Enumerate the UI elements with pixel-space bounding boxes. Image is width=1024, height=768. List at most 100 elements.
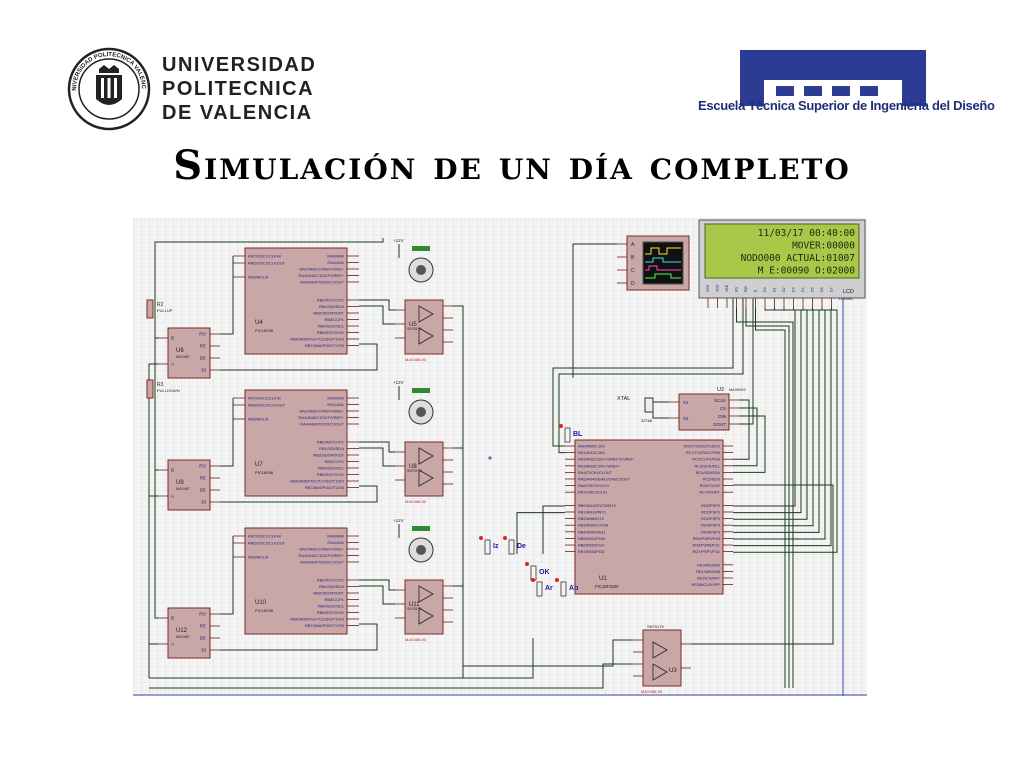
driver-model: MAX488-90 bbox=[405, 357, 427, 362]
wire bbox=[733, 399, 750, 460]
main-mcu-U1 bbox=[574, 439, 724, 595]
wire bbox=[359, 579, 395, 591]
buffer-icon bbox=[418, 447, 434, 465]
crosshair-icon bbox=[488, 456, 492, 460]
university-line-1: UNIVERSIDAD bbox=[162, 54, 317, 76]
mcu-pin-label: RB7/AN6/PGD/T1OSI bbox=[305, 343, 344, 348]
mcu-ref: U10 bbox=[255, 600, 267, 606]
button-label: De bbox=[517, 543, 526, 550]
rtc-pin-label: X1 bbox=[683, 400, 689, 405]
rtc-model: MAX6902 bbox=[729, 388, 746, 392]
lcd-pin-label: RS bbox=[735, 286, 739, 292]
wire bbox=[516, 512, 565, 554]
lcd-line: M E:00090 O:02000 bbox=[758, 266, 856, 277]
wire bbox=[542, 505, 565, 554]
resistor-label: PULLDOWN bbox=[157, 388, 180, 393]
lcd-pin-label: D3 bbox=[792, 287, 796, 292]
wire bbox=[359, 299, 395, 311]
button-label: OK bbox=[539, 569, 550, 576]
resistor-R2 bbox=[146, 299, 154, 319]
xcvr-model: MAX487 bbox=[176, 355, 190, 359]
wire bbox=[220, 485, 378, 503]
mcu-pin-label: RA1/AN1 bbox=[327, 402, 344, 407]
mcu-pin-label: RA6/OSC2/CLKOUT bbox=[248, 261, 286, 266]
xcvr-pin-label: DI bbox=[202, 648, 207, 653]
driver-U3 bbox=[642, 629, 682, 687]
crystal-value: 32768 bbox=[641, 418, 653, 423]
mcu-ref: U4 bbox=[255, 320, 263, 326]
mcu-pin-label: RB1/SDI/SDA bbox=[319, 446, 344, 451]
mcu-pin-label: RB4/SCK/SCL bbox=[318, 466, 345, 471]
mcu-pin-label: RA6/OSC2/CLKOUT bbox=[248, 541, 286, 546]
buffer-icon bbox=[652, 663, 668, 681]
scope-trace bbox=[645, 257, 681, 263]
driver-ref: U11 bbox=[409, 602, 420, 608]
supply-label: +12V bbox=[393, 238, 404, 243]
resistor-R3 bbox=[146, 379, 154, 399]
mcu-pin-label: RA0/AN0 bbox=[327, 534, 344, 539]
wire bbox=[154, 238, 384, 258]
pushbutton-icon bbox=[560, 581, 567, 597]
mcu-pin-label: RB5/SS/TX/CK bbox=[317, 610, 344, 615]
mcu-pin-label: RB3/CCP1 bbox=[324, 597, 344, 602]
mcu-pin-label: RA7/OSC1/CLKIN bbox=[248, 396, 281, 401]
buffer-icon bbox=[418, 607, 434, 625]
wire bbox=[359, 305, 395, 325]
mcu-U7 bbox=[244, 389, 348, 497]
school-emblem-icon bbox=[740, 50, 926, 106]
button-label: Ar bbox=[545, 585, 553, 592]
lcd-pin-label: VEE bbox=[725, 284, 729, 292]
lcd-pin-label: RW bbox=[744, 285, 748, 292]
mcu-pin-label: RB0/INT/CCP1 bbox=[317, 440, 345, 445]
xcvr-pin-label: B bbox=[171, 336, 174, 341]
motor-icon bbox=[416, 407, 426, 417]
motor-indicator bbox=[412, 388, 430, 393]
resistor-label: PULLUP bbox=[157, 308, 173, 313]
wire bbox=[745, 308, 790, 688]
lcd-line: MOVER:00000 bbox=[792, 241, 855, 252]
lcd-pin-label: D1 bbox=[773, 287, 777, 292]
school-name: Escuela Técnica Superior de Ingeniería d… bbox=[698, 98, 995, 113]
mcu-pin-label: RB5/SS/TX/CK bbox=[317, 472, 344, 477]
university-name: UNIVERSIDAD POLITECNICA DE VALENCIA bbox=[162, 53, 316, 125]
button-indicator bbox=[503, 536, 507, 540]
main-mcu-pin-label: RD1/PSP1 bbox=[701, 510, 720, 515]
lcd-screen bbox=[704, 223, 860, 279]
mcu-pin-label: RA7/OSC1/CLKIN bbox=[248, 534, 281, 539]
buffer-icon bbox=[652, 641, 668, 659]
main-mcu-pin-label: RB7/KBI3/PGD bbox=[578, 549, 605, 554]
main-mcu-pin-label: RD7/PSP7/P1D bbox=[693, 549, 721, 554]
wire bbox=[149, 638, 534, 679]
mcu-pin-label: RA3/AN3/C1OUT/VREF+ bbox=[299, 415, 345, 420]
driver-U11 bbox=[404, 579, 444, 635]
rtc-pin-label: SCLK bbox=[714, 398, 726, 403]
button-label: Iz bbox=[493, 543, 499, 550]
components: RA7/OSC1/CLKINRA6/OSC2/CLKOUTRA5/MCLRRA0… bbox=[146, 219, 866, 694]
main-mcu-pin-label: RA0/AN0/C1IN- bbox=[578, 444, 606, 449]
lcd-pin-label: D2 bbox=[782, 287, 786, 292]
xcvr-pin-label: A bbox=[171, 642, 174, 647]
rtc-pin-label: X2 bbox=[683, 416, 689, 421]
main-mcu-pin-label: RB3/AN9/CCP2A bbox=[578, 523, 609, 528]
main-mcu-pin-label: RB0/AN12/FLT0/INT0 bbox=[578, 503, 617, 508]
xcvr-model: MAX487 bbox=[176, 635, 190, 639]
driver-ref: U8 bbox=[409, 464, 417, 470]
pushbutton-icon bbox=[484, 539, 491, 555]
mcu-pin-label: RA2/AN2/CVREF/VREF- bbox=[300, 409, 345, 414]
lcd-pin-label: D5 bbox=[811, 287, 815, 292]
rtc-ref: U2 bbox=[717, 387, 724, 393]
mcu-pin-label: RB6/AN5/PGC/T1OSO/T1CKI bbox=[290, 337, 344, 342]
scope-trace bbox=[645, 273, 681, 279]
main-mcu-pin-label: RE2/CS/AN7 bbox=[697, 576, 720, 581]
main-mcu-pin-label: RA4/T0CKI/C1OUT bbox=[578, 470, 613, 475]
resistor-ref: R2 bbox=[157, 302, 164, 308]
motor-indicator bbox=[412, 526, 430, 531]
scope-trace bbox=[645, 265, 681, 271]
xcvr-pin-label: A bbox=[171, 362, 174, 367]
mcu-pin-label: RA4/AN4/T0CKI/C2OUT bbox=[300, 422, 344, 427]
wire bbox=[736, 308, 794, 688]
wire bbox=[733, 415, 766, 473]
university-seal-icon: UNIVERSIDAD POLITECNICA VALENCIA bbox=[66, 47, 151, 131]
main-mcu-pin-label: RD0/PSP0 bbox=[701, 503, 721, 508]
button-label: BL bbox=[573, 431, 583, 438]
